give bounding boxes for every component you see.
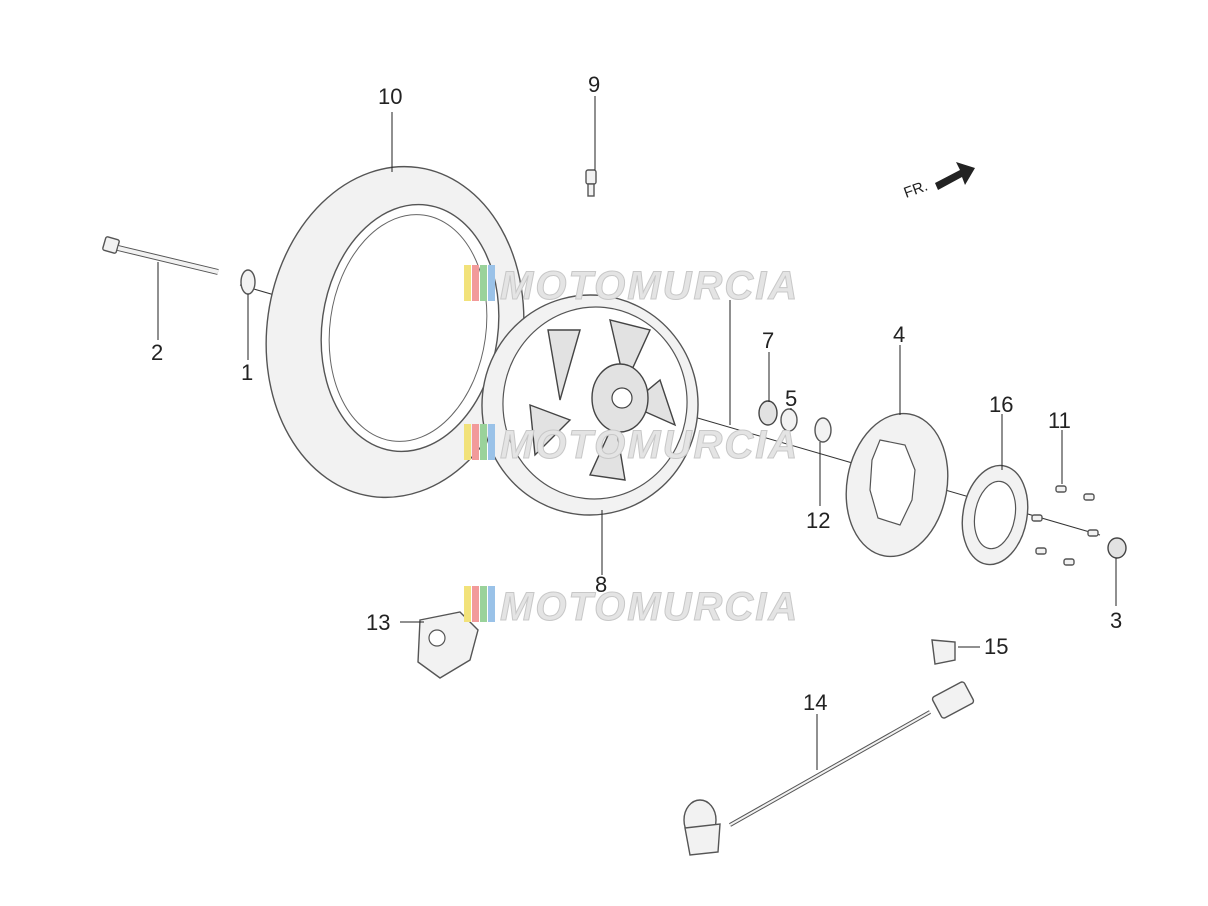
callout-10: 10 xyxy=(378,84,402,109)
spacer xyxy=(780,408,798,432)
callout-2: 2 xyxy=(151,340,163,365)
axle-bolt xyxy=(102,236,219,275)
callout-14: 14 xyxy=(803,690,827,715)
callout-1: 1 xyxy=(241,360,253,385)
brake-disc xyxy=(845,412,949,558)
callout-9: 9 xyxy=(588,72,600,97)
abs-tone-ring xyxy=(961,464,1029,566)
callout-16: 16 xyxy=(989,392,1013,417)
callout-15: 15 xyxy=(984,634,1008,659)
sensor-bracket xyxy=(417,611,479,679)
washer-12 xyxy=(814,417,832,443)
washer xyxy=(240,269,256,295)
bearing xyxy=(758,400,778,426)
watermark-group: MOTOMURCIA MOTOMURCIA MOTOMURCIA xyxy=(464,264,799,630)
callout-7: 7 xyxy=(762,328,774,353)
callout-8: 8 xyxy=(595,572,607,597)
leader-lines xyxy=(157,96,1117,770)
watermark-text-1: MOTOMURCIA xyxy=(500,264,799,308)
axle-nut xyxy=(1107,537,1127,559)
wheel-rim xyxy=(481,294,699,516)
callout-5: 5 xyxy=(785,386,797,411)
watermark-3: MOTOMURCIA xyxy=(464,585,799,630)
callout-12: 12 xyxy=(806,508,830,533)
callout-3: 3 xyxy=(1110,608,1122,633)
tire xyxy=(265,165,525,499)
abs-sensor xyxy=(683,681,975,856)
callout-11: 11 xyxy=(1048,408,1071,433)
callout-13: 13 xyxy=(366,610,390,635)
direction-label: FR. xyxy=(902,178,931,202)
cable-clip xyxy=(931,639,956,665)
watermark-1: MOTOMURCIA xyxy=(464,264,799,309)
watermark-2: MOTOMURCIA xyxy=(464,423,799,468)
arrow-icon xyxy=(935,162,975,190)
disc-bolts xyxy=(1031,485,1099,566)
valve-stem xyxy=(585,169,597,197)
watermark-text-3: MOTOMURCIA xyxy=(500,585,799,629)
callout-labels: 1 2 3 4 5 7 8 9 10 11 12 13 14 15 16 xyxy=(151,72,1122,715)
callout-4: 4 xyxy=(893,322,905,347)
watermark-text-2: MOTOMURCIA xyxy=(500,423,799,467)
front-direction-arrow: FR. xyxy=(902,162,975,202)
